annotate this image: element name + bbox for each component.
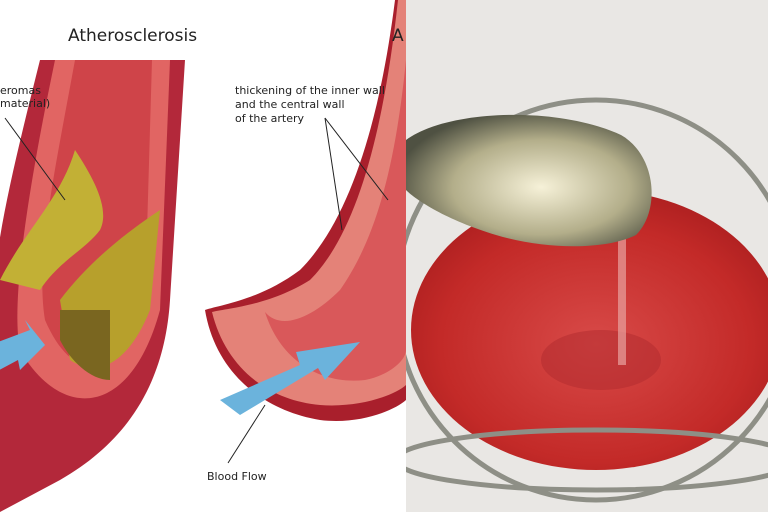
wall-label-line1: thickening of the inner wall: [235, 84, 385, 97]
illustration-title-cut: A: [392, 26, 404, 46]
wall-label-line2: and the central wall: [235, 98, 345, 111]
wall-label-line3: of the artery: [235, 112, 305, 125]
atherosclerosis-illustration: Atherosclerosis A eromas material) thick…: [0, 0, 406, 512]
atheroma-label-line1: eromas: [0, 84, 41, 97]
illustration-title: Atherosclerosis: [68, 26, 198, 46]
syrup-photo: [406, 0, 768, 512]
artery-drawing: [0, 0, 406, 512]
bowl-photo-drawing: [406, 97, 768, 503]
atheroma-label-line2: material): [0, 97, 51, 110]
blood-flow-label: Blood Flow: [207, 470, 267, 483]
